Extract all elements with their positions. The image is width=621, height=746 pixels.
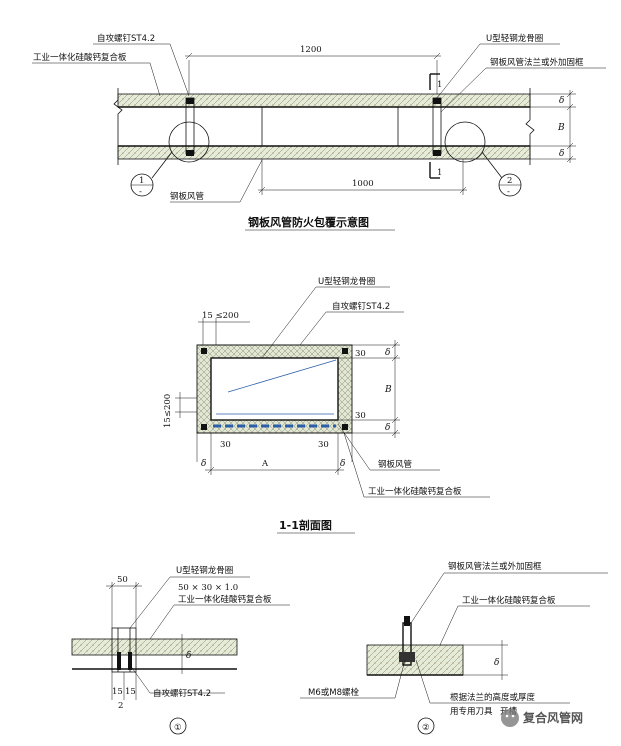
det2-delta: δ — [494, 658, 499, 668]
d1-detail-1-sub: - — [139, 187, 142, 197]
wechat-icon — [501, 709, 519, 727]
d1-detail-marker-1: 1 - — [130, 173, 154, 197]
d2-delta-left: δ — [201, 459, 206, 469]
det2-number: ② — [422, 723, 430, 733]
det1-dim-15a: 15 — [112, 687, 123, 697]
d1-detail-2-num: 2 — [507, 176, 512, 186]
d2-dim-30-bottom: 30 — [355, 411, 366, 421]
d1-B: B — [557, 123, 565, 133]
det2-flange-label: 钢板风管法兰或外加固框 — [448, 561, 542, 572]
d1-detail-2-sub: - — [507, 187, 510, 197]
d1-delta-bottom: δ — [559, 149, 564, 159]
duct-cross-section — [175, 286, 490, 534]
d2-dim-30-left: 30 — [220, 440, 231, 450]
d2-dim-top-spacing: 15 ≤200 — [202, 311, 239, 321]
watermark: 复合风管网 — [501, 709, 583, 727]
d2-delta-bottom: δ — [385, 423, 390, 433]
d1-section-mark-bottom: 1 — [437, 168, 442, 178]
d1-dim-1200: 1200 — [300, 45, 322, 55]
det1-screw-label: 自攻螺钉ST4.2 — [153, 688, 211, 699]
duct-longitudinal-view — [32, 43, 606, 231]
d1-u-frame-label: U型轻钢龙骨圈 — [486, 33, 543, 44]
det2-board-label: 工业一体化硅酸钙复合板 — [462, 595, 556, 606]
d2-delta-right: δ — [340, 459, 345, 469]
d2-duct-label: 钢板风管 — [378, 459, 412, 470]
top-board-band — [117, 93, 531, 108]
d2-B: B — [384, 385, 392, 395]
det2-note-2: 用专用刀具 — [450, 706, 493, 717]
d1-section-mark-top: 1 — [437, 80, 442, 90]
detail-2-drawing — [300, 572, 608, 735]
d2-dim-30-top: 30 — [355, 349, 366, 359]
det1-u-frame-label: U型轻钢龙骨圈 — [176, 565, 233, 576]
det1-dim-2: 2 — [118, 701, 123, 711]
detail-1-drawing — [71, 576, 290, 735]
d1-detail-1-num: 1 — [139, 176, 144, 186]
d1-title: 钢板风管防火包覆示意图 — [248, 215, 369, 229]
d1-detail-marker-2: 2 - — [498, 173, 522, 197]
d2-title: 1-1剖面图 — [279, 518, 332, 532]
d2-delta-top: δ — [385, 348, 390, 358]
det1-number: ① — [174, 723, 182, 733]
det2-bolt-label: M6或M8螺栓 — [308, 687, 359, 698]
d2-dim-A: A — [261, 459, 269, 469]
bottom-board-band — [117, 145, 531, 160]
d2-screw-label: 自攻螺钉ST4.2 — [332, 301, 390, 312]
d1-board-label: 工业一体化硅酸钙复合板 — [33, 52, 127, 63]
det1-dim-15b: 15 — [125, 687, 136, 697]
d2-u-frame-label: U型轻钢龙骨圈 — [318, 276, 375, 287]
det2-note-1: 根据法兰的高度或厚度 — [450, 692, 536, 703]
det1-dim-50: 50 — [117, 575, 128, 585]
d1-delta-top: δ — [559, 96, 564, 106]
d1-screw-label: 自攻螺钉ST4.2 — [97, 33, 155, 44]
det1-delta: δ — [186, 651, 191, 661]
d1-dim-1000: 1000 — [352, 179, 374, 189]
d2-dim-side-spacing: 15≤200 — [163, 394, 173, 428]
d2-board-label: 工业一体化硅酸钙复合板 — [368, 486, 462, 497]
watermark-text: 复合风管网 — [522, 710, 583, 725]
d1-flange-label: 钢板风管法兰或外加固框 — [490, 57, 584, 68]
det1-u-size: 50 × 30 × 1.0 — [178, 583, 238, 593]
d2-dim-30-right: 30 — [318, 440, 329, 450]
det1-board-label: 工业一体化硅酸钙复合板 — [178, 594, 272, 605]
d1-duct-label: 钢板风管 — [170, 191, 204, 202]
